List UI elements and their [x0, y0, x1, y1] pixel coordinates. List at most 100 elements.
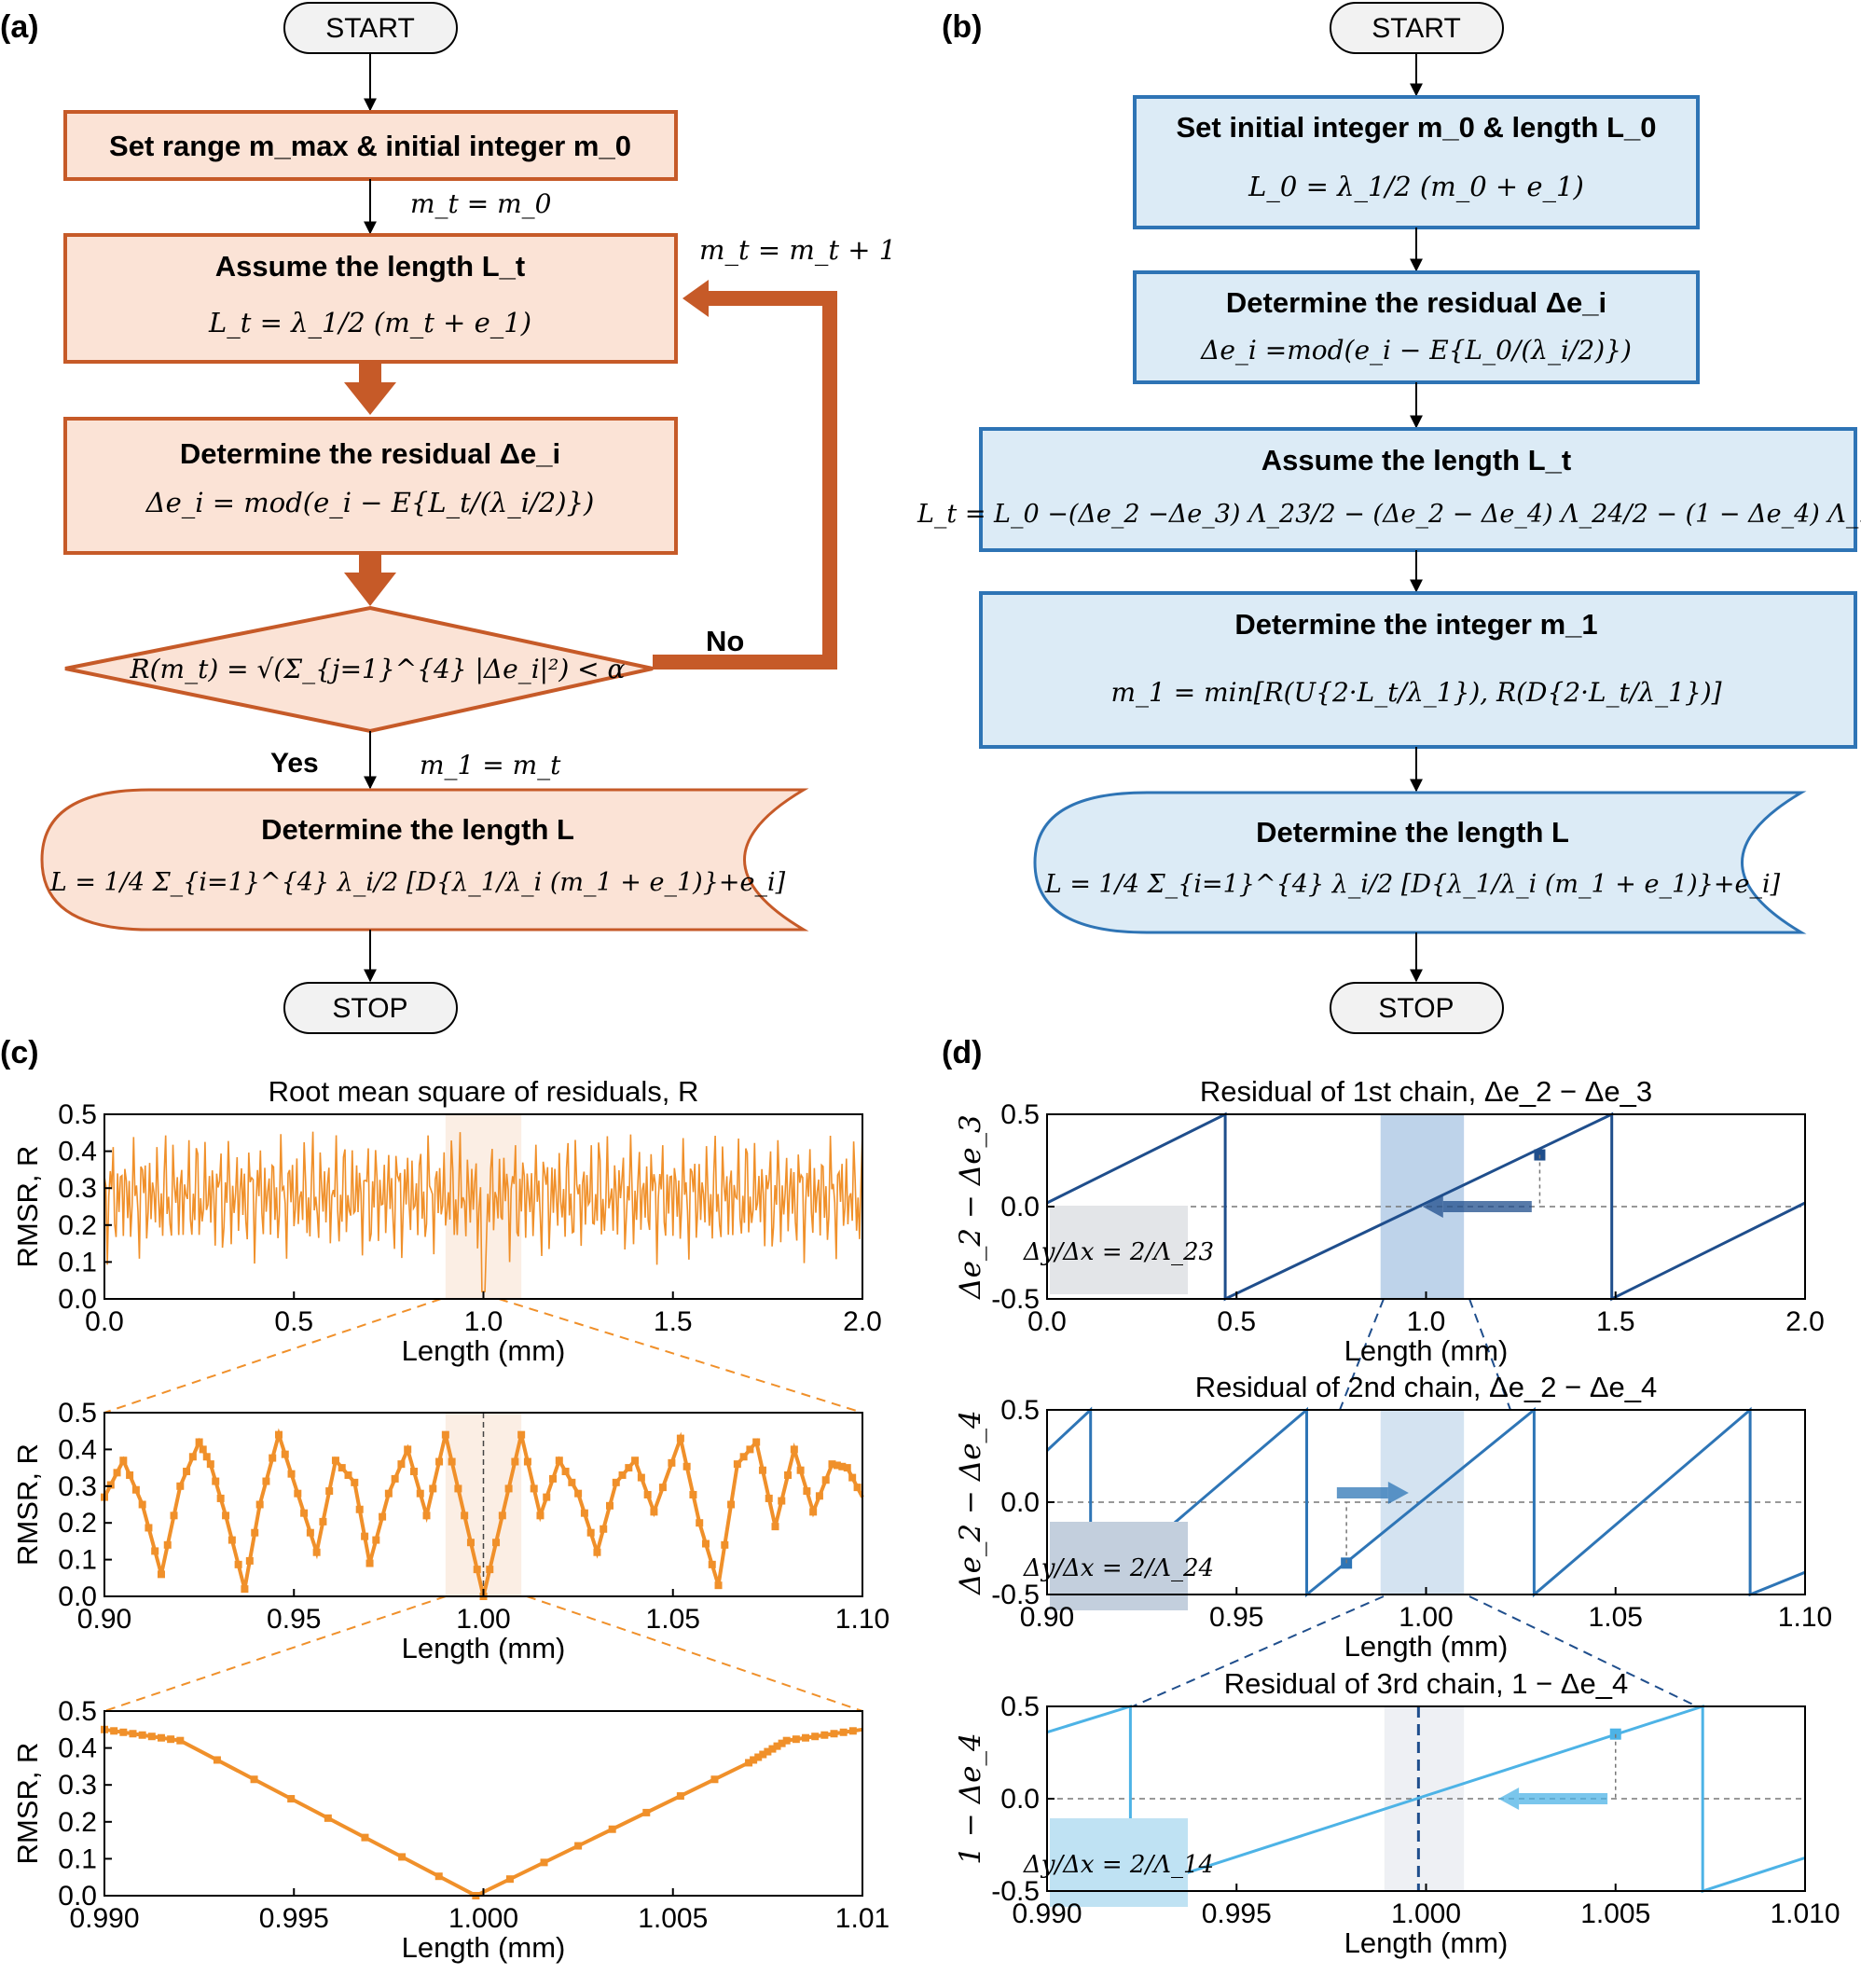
data-point: [830, 1730, 838, 1738]
data-point: [250, 1775, 258, 1784]
x-tick-label: 0.995: [1202, 1898, 1272, 1929]
highlight-band: [445, 1413, 522, 1596]
data-point: [106, 1481, 115, 1489]
data-point: [574, 1489, 583, 1498]
data-point: [170, 1512, 178, 1520]
data-point: [676, 1792, 684, 1801]
y-tick-label: 0.0: [58, 1881, 97, 1912]
data-point: [147, 1733, 156, 1741]
direction-arrow: [1442, 1201, 1532, 1212]
y-axis-label: 1 − Δe_4: [954, 1733, 987, 1864]
data-point: [833, 1461, 841, 1470]
data-point: [696, 1519, 704, 1527]
slope-label-box: [1050, 1206, 1188, 1294]
stop-label-a: STOP: [332, 993, 407, 1024]
assume-length-eq-a: L_t = λ_1/2 (m_t + e_1): [208, 307, 531, 339]
series-line: [1046, 1111, 1806, 1302]
flowchart-a: START Set range m_max & initial integer …: [40, 2, 896, 1034]
data-point: [176, 1736, 185, 1745]
assume-length-eq-b: L_t = L_0 −(Δe_2 −Δe_3) Λ_23/2 − (Δe_2 −…: [917, 500, 1861, 529]
y-tick-label: 0.5: [1000, 1691, 1040, 1722]
data-point: [325, 1487, 334, 1496]
data-point: [523, 1457, 531, 1466]
x-tick-label: 0.95: [1209, 1602, 1263, 1633]
data-point: [668, 1458, 676, 1467]
data-point: [505, 1875, 514, 1884]
data-point: [129, 1730, 137, 1738]
data-point: [530, 1484, 538, 1493]
x-tick-label: 1.0: [1407, 1306, 1446, 1337]
data-point: [853, 1484, 862, 1492]
thick-arrow-2: [344, 553, 396, 606]
data-point: [466, 1539, 475, 1547]
m1-assign-label: m_1 = m_t: [420, 750, 561, 780]
data-point: [119, 1456, 128, 1465]
panel-label-c: (c): [0, 1035, 39, 1070]
data-point: [701, 1539, 710, 1548]
data-point: [113, 1469, 121, 1477]
data-point: [245, 1556, 254, 1565]
yes-label: Yes: [270, 748, 319, 779]
data-point: [157, 1570, 165, 1579]
data-point: [351, 1478, 359, 1486]
x-tick-label: 0.990: [69, 1903, 139, 1934]
final-length-title-a: Determine the length L: [261, 813, 574, 846]
highlight-band: [445, 1114, 522, 1299]
panel-label-b: (b): [942, 9, 982, 45]
final-length-shape-b: [1033, 791, 1807, 934]
no-label: No: [706, 625, 744, 657]
data-point: [262, 1477, 270, 1485]
x-tick-label: 0.990: [1012, 1898, 1082, 1929]
data-point: [119, 1728, 128, 1736]
data-point: [145, 1524, 153, 1532]
data-point: [251, 1528, 259, 1537]
data-point: [287, 1470, 296, 1478]
data-point: [739, 1453, 748, 1461]
data-point: [222, 1512, 230, 1520]
data-point: [324, 1814, 332, 1822]
data-point: [379, 1512, 387, 1521]
data-point: [821, 1476, 830, 1484]
direction-arrowhead: [1422, 1195, 1443, 1218]
y-axis-label: RMSR, R: [11, 1443, 44, 1566]
data-point: [454, 1484, 462, 1493]
data-point: [188, 1453, 197, 1461]
x-axis-label: Length (mm): [402, 1632, 566, 1664]
x-tick-label: 1.005: [1580, 1898, 1650, 1929]
data-point: [580, 1509, 588, 1517]
data-point: [163, 1540, 172, 1549]
x-axis-label: Length (mm): [1344, 1334, 1509, 1367]
y-tick-label: 0.4: [58, 1137, 97, 1167]
data-point: [202, 1453, 211, 1461]
data-point: [441, 1430, 449, 1439]
x-tick-label: 1.000: [448, 1903, 518, 1934]
data-point: [126, 1470, 134, 1479]
data-point: [637, 1473, 645, 1482]
data-point: [227, 1536, 236, 1544]
x-tick-label: 2.0: [1785, 1306, 1825, 1337]
assume-length-box-b: [979, 427, 1857, 552]
data-point: [287, 1795, 296, 1803]
data-point: [131, 1485, 140, 1494]
y-tick-label: 0.1: [58, 1843, 97, 1874]
y-axis-label: Δe_2 − Δe_3: [954, 1114, 987, 1300]
x-tick-label: 1.00: [1399, 1602, 1453, 1633]
x-axis-label: Length (mm): [1344, 1630, 1509, 1663]
flowchart-b: START Set initial integer m_0 & length L…: [917, 2, 1861, 1034]
panel-label-d: (d): [942, 1035, 982, 1070]
data-point: [612, 1478, 620, 1486]
data-point: [820, 1731, 829, 1739]
data-point: [792, 1735, 800, 1744]
slope-label-box: [1050, 1818, 1188, 1907]
data-point: [828, 1460, 836, 1469]
data-point: [843, 1464, 851, 1472]
x-tick-label: 1.10: [835, 1604, 889, 1635]
y-tick-label: -0.5: [991, 1876, 1040, 1907]
zoom-connectors-c: [103, 1298, 863, 1712]
start-label-a: START: [325, 13, 415, 44]
y-tick-label: 0.4: [58, 1434, 97, 1465]
data-point: [561, 1468, 570, 1476]
data-point: [642, 1808, 651, 1816]
data-point: [176, 1482, 185, 1490]
